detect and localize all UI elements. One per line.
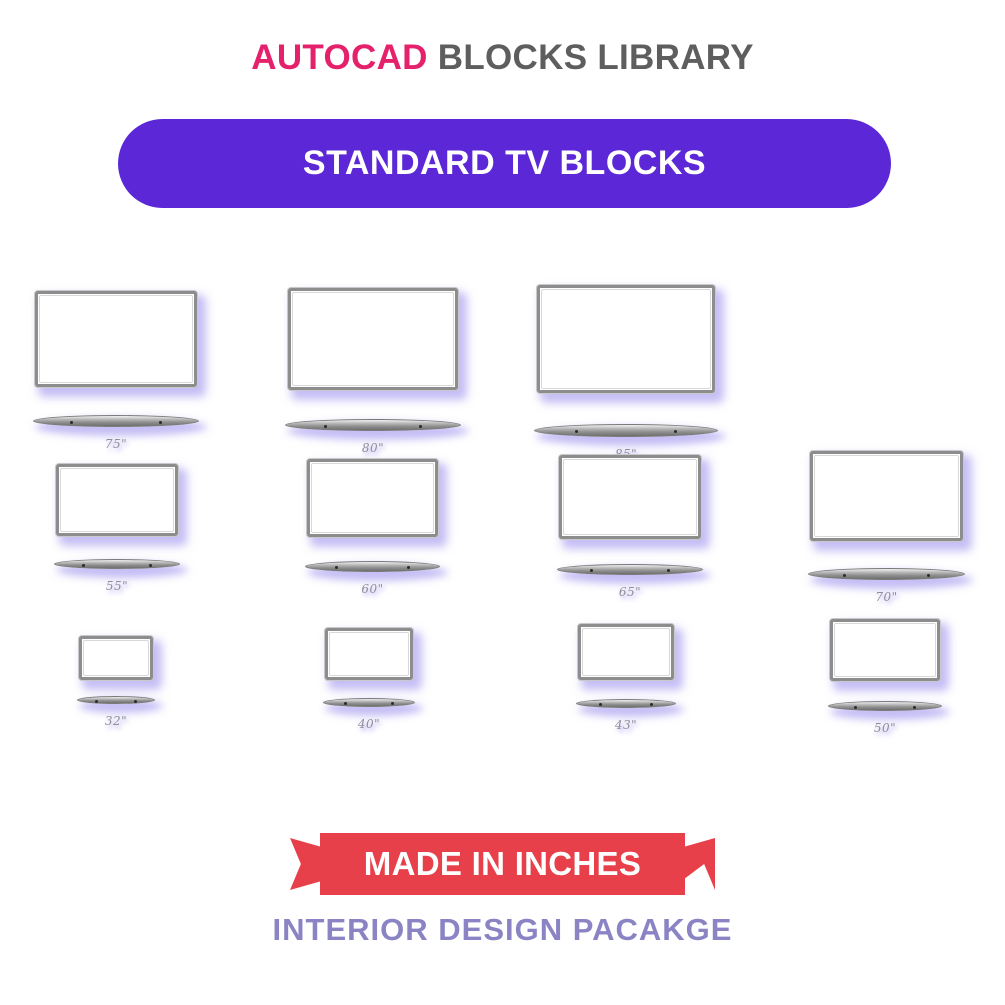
tv-size-label: 80": [361, 441, 385, 455]
tv-stand-mount-dot: [148, 563, 152, 567]
tv-stand: [808, 568, 965, 580]
tv-screen: [578, 624, 674, 680]
tv-size-label: 65": [618, 585, 642, 599]
tv-stand-mount-dot: [598, 703, 602, 707]
tv-stand: [557, 564, 703, 575]
tv-stand: [77, 696, 155, 704]
tv-screen: [830, 619, 940, 681]
tv-stand-mount-dot: [843, 573, 847, 577]
tv-size-label: 32": [104, 714, 128, 728]
tv-stand-mount-dot: [391, 702, 395, 706]
tv-screen: [35, 291, 197, 387]
tv-stand: [285, 419, 461, 431]
tv-stand-mount-dot: [575, 429, 579, 433]
tv-screen: [288, 288, 458, 390]
tv-size-label: 75": [104, 437, 128, 451]
tv-stand: [323, 698, 415, 707]
tv-screen: [810, 451, 963, 541]
page-title-brand: AUTOCAD: [251, 38, 428, 77]
tv-size-label: 40": [357, 717, 381, 731]
tv-size-label: 55": [105, 579, 129, 593]
tv-stand-mount-dot: [324, 424, 328, 428]
tv-stand-mount-dot: [335, 566, 339, 570]
ribbon-body: MADE IN INCHES: [320, 833, 685, 895]
tv-stand: [305, 561, 440, 572]
tv-screen: [56, 464, 178, 536]
ribbon-tail-right-icon: [682, 838, 715, 890]
tv-size-label: 60": [361, 582, 384, 596]
tv-screen: [307, 459, 438, 537]
tv-stand-mount-dot: [158, 420, 162, 424]
tv-screen: [559, 455, 701, 539]
tv-screen: [79, 636, 153, 680]
tv-screen: [325, 628, 413, 680]
tv-stand: [828, 701, 942, 711]
tv-stand: [576, 699, 676, 708]
tv-size-label: 43": [614, 718, 638, 732]
tv-stand: [33, 415, 199, 427]
tv-stand-mount-dot: [343, 702, 347, 706]
tv-size-label: 70": [875, 590, 898, 604]
tv-size-label: 50": [873, 721, 897, 735]
tv-stand-mount-dot: [94, 699, 98, 703]
page-title: AUTOCAD BLOCKS LIBRARY: [0, 38, 1005, 78]
ribbon-tail-left-icon: [290, 838, 323, 890]
category-banner-label: STANDARD TV BLOCKS: [302, 144, 707, 182]
tv-stand-mount-dot: [589, 569, 593, 573]
tv-stand-mount-dot: [418, 424, 422, 428]
page-title-rest: BLOCKS LIBRARY: [427, 38, 754, 77]
tv-stand-mount-dot: [913, 705, 917, 709]
made-in-inches-ribbon: MADE IN INCHES: [290, 833, 715, 895]
tv-stand-mount-dot: [926, 573, 930, 577]
category-banner[interactable]: STANDARD TV BLOCKS: [118, 119, 891, 208]
tv-stand-mount-dot: [70, 420, 74, 424]
tv-stand-mount-dot: [667, 569, 671, 573]
tv-stand-mount-dot: [650, 703, 654, 707]
tv-stand-mount-dot: [134, 699, 138, 703]
footer-subtitle: INTERIOR DESIGN PACAKGE: [272, 912, 733, 947]
ribbon-label: MADE IN INCHES: [363, 845, 642, 882]
tv-screen: [537, 285, 715, 393]
tv-stand-mount-dot: [853, 705, 857, 709]
tv-stand-mount-dot: [406, 566, 410, 570]
tv-stand-mount-dot: [673, 429, 677, 433]
tv-stand: [54, 559, 180, 569]
tv-stand-mount-dot: [82, 563, 86, 567]
tv-stand: [534, 424, 718, 437]
